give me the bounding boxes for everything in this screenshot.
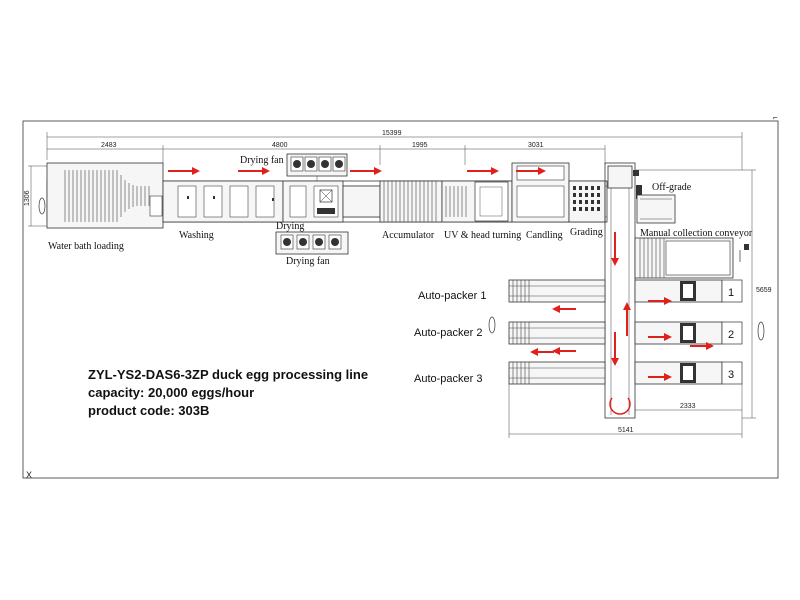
label-candling: Candling <box>526 230 563 241</box>
drying-fans-top <box>286 153 348 181</box>
dim-3031: 3031 <box>528 142 544 149</box>
auto-packer-row-1: 1 <box>508 279 743 303</box>
packer-number-1: 1 <box>728 287 734 299</box>
packer-number-3: 3 <box>728 369 734 381</box>
main-conveyor <box>38 162 608 229</box>
label-water-bath-loading: Water bath loading <box>48 241 124 252</box>
drying-fans-bottom <box>275 231 349 255</box>
label-drying-fan-top: Drying fan <box>240 155 284 166</box>
label-accumulator: Accumulator <box>382 230 435 241</box>
label-off-grade: Off-grade <box>652 182 692 193</box>
corner-mark-top: ⌐ <box>773 113 778 122</box>
bottom-dimensions: 5141 2333 <box>508 384 743 438</box>
dim-1995: 1995 <box>412 142 428 149</box>
manual-collection-conveyor <box>634 237 749 279</box>
label-washing: Washing <box>179 230 214 241</box>
title-line-model: ZYL-YS2-DAS6-3ZP duck egg processing lin… <box>88 367 368 382</box>
auto-packer-row-2: 2 <box>488 316 743 345</box>
title-line-product-code: product code: 303B <box>88 403 209 418</box>
dim-overall: 15399 <box>382 130 402 137</box>
rotation-symbol-right <box>757 321 765 341</box>
label-auto-packer-1: Auto-packer 1 <box>418 290 486 302</box>
label-auto-packer-3: Auto-packer 3 <box>414 373 482 385</box>
dim-1306: 1306 <box>24 190 31 206</box>
accumulator-unit <box>379 180 443 223</box>
corner-mark: X <box>26 470 32 480</box>
dim-4800: 4800 <box>272 142 288 149</box>
label-manual-collection-conveyor: Manual collection conveyor <box>640 228 753 239</box>
dim-2483: 2483 <box>101 142 117 149</box>
left-height-dimension: 1306 <box>24 165 47 227</box>
dim-5659: 5659 <box>756 287 772 294</box>
label-grading: Grading <box>570 227 603 238</box>
label-drying: Drying <box>276 221 304 232</box>
dim-5141: 5141 <box>618 427 634 434</box>
drawing-frame <box>22 120 779 479</box>
label-drying-fan-bottom: Drying fan <box>286 256 330 267</box>
dim-2333: 2333 <box>680 403 696 410</box>
auto-packer-row-3: 3 <box>508 361 743 385</box>
flow-arrows-top <box>168 167 499 175</box>
top-dimensions: 15399 2483 4800 1995 3031 <box>46 130 743 170</box>
label-auto-packer-2: Auto-packer 2 <box>414 327 482 339</box>
label-uv-head-turning: UV & head turning <box>444 230 521 241</box>
title-line-capacity: capacity: 20,000 eggs/hour <box>88 385 254 400</box>
water-bath-rollers <box>64 170 150 222</box>
packer-number-2: 2 <box>728 329 734 341</box>
rotation-symbol-left <box>38 197 46 215</box>
right-height-dimension: 5659 <box>742 169 772 419</box>
off-grade-station <box>635 169 742 224</box>
flow-arrows-right <box>516 167 714 415</box>
